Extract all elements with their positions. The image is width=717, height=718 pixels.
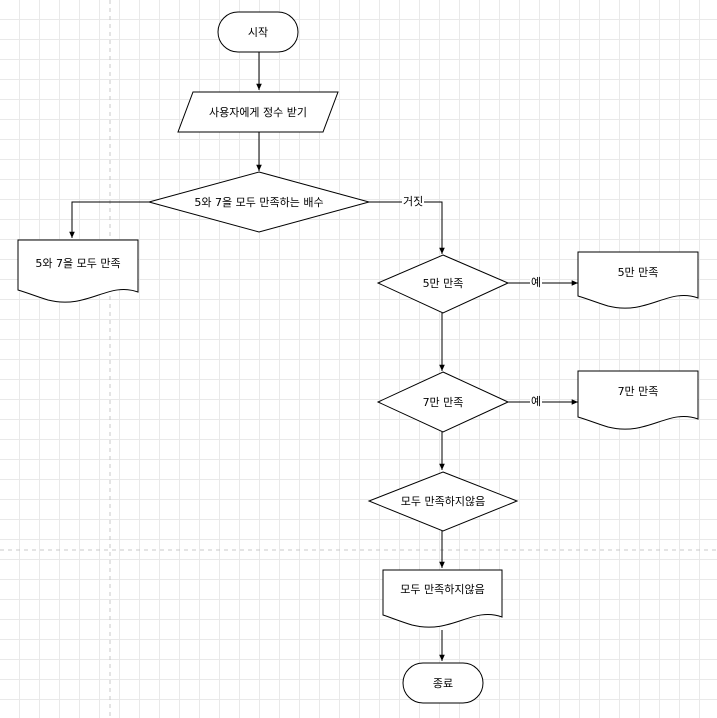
edge-label-yes-5: 예 — [530, 276, 543, 289]
edge-cond-both-false — [369, 201, 445, 254]
edge-label-false: 거짓 — [402, 195, 425, 208]
out-none-document[interactable] — [382, 569, 503, 628]
end-terminator[interactable] — [402, 662, 484, 704]
start-terminator[interactable] — [217, 11, 299, 53]
out-both-document[interactable] — [17, 239, 139, 303]
edge-cond-both-true — [69, 201, 149, 238]
cond7-diamond[interactable] — [376, 371, 510, 433]
cond-none-diamond[interactable] — [367, 471, 519, 532]
input-parallelogram[interactable] — [177, 91, 339, 133]
out7-document[interactable] — [577, 370, 699, 430]
edge-label-yes-7: 예 — [530, 395, 543, 408]
out5-document[interactable] — [577, 251, 699, 309]
cond5-diamond[interactable] — [376, 254, 510, 314]
cond-both-diamond[interactable] — [147, 171, 371, 233]
